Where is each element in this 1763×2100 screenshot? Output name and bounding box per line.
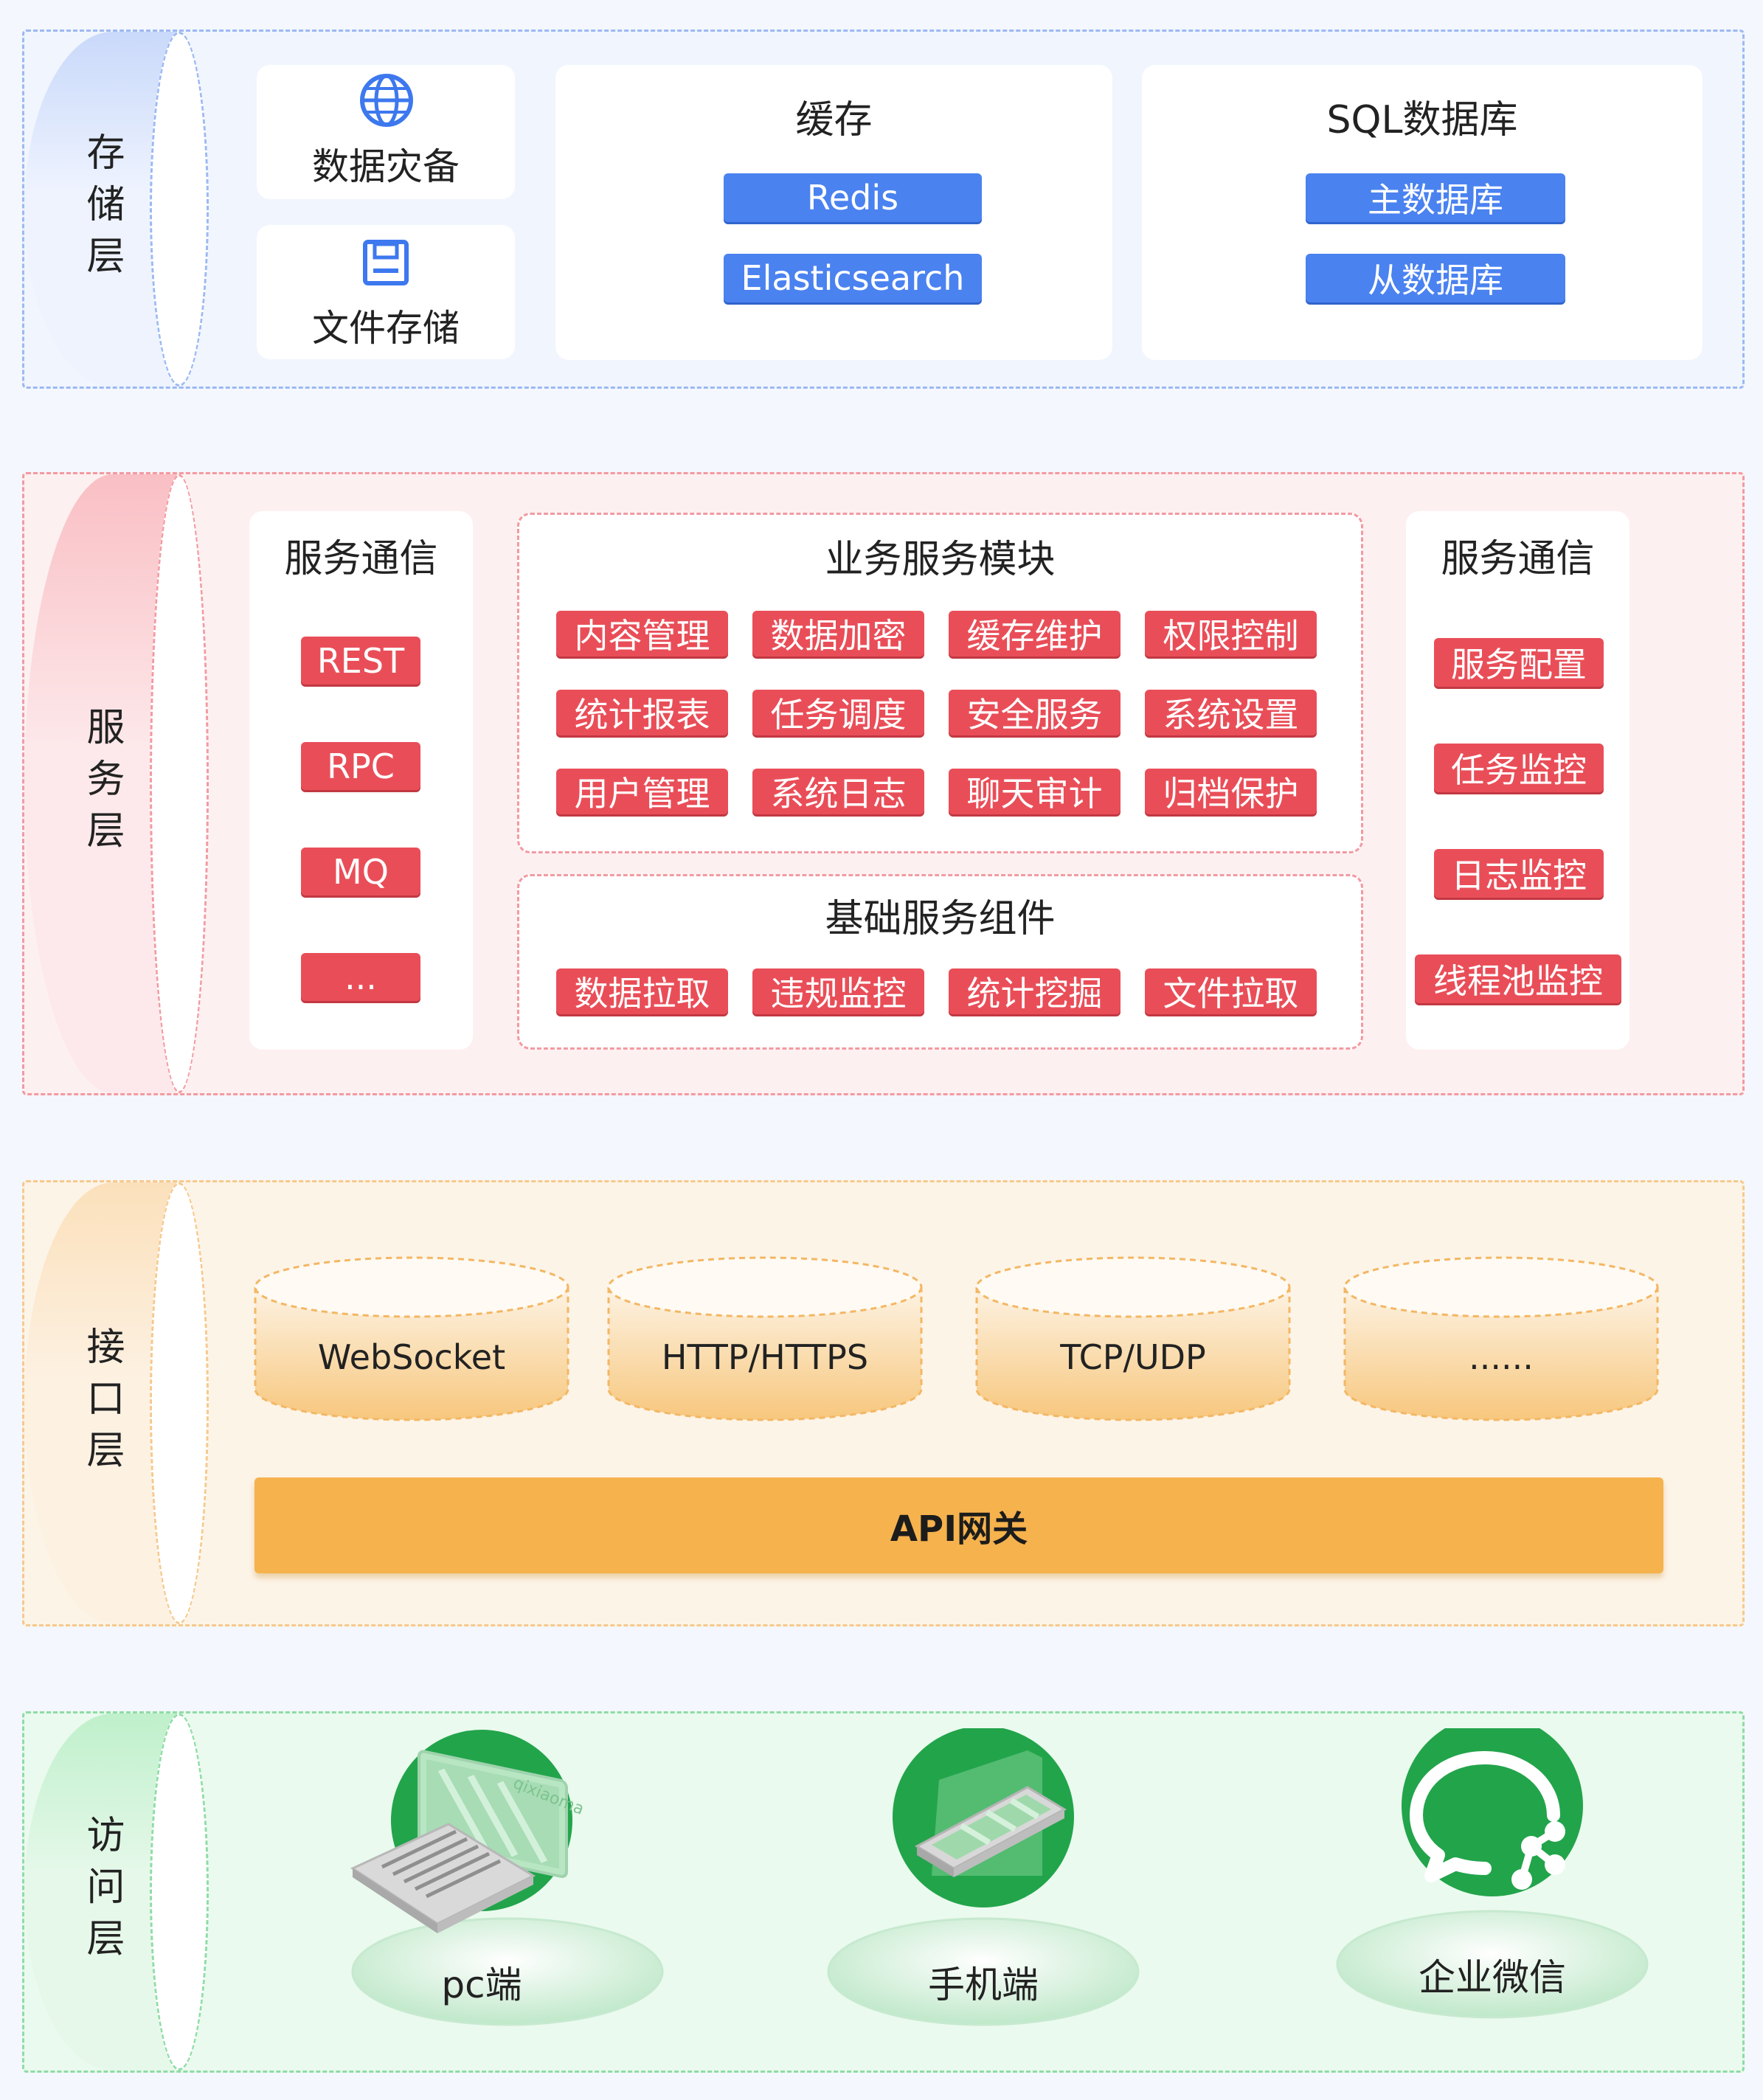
rest-chip: REST [301,637,420,685]
comm-left-card: 服务通信 REST RPC MQ ... [249,511,473,1050]
protocol-label: HTTP/HTTPS [661,1337,869,1377]
drum-shape [975,1256,1291,1421]
phone-icon [827,1728,1140,2026]
sql-card: SQL数据库 主数据库 从数据库 [1142,65,1703,360]
client-pc-label: pc端 [441,1964,522,2006]
elasticsearch-chip: Elasticsearch [724,254,982,302]
cache-card: 缓存 Redis Elasticsearch [555,65,1112,360]
file-storage-label: 文件存储 [312,307,460,350]
client-mobile-label: 手机端 [928,1964,1039,2006]
basic-chip: 违规监控 [752,968,924,1014]
business-chip: 统计报表 [556,690,728,735]
globe-icon [360,74,413,127]
api-gateway-bar: API网关 [254,1477,1663,1573]
protocol-label: ...... [1469,1337,1534,1377]
sql-title: SQL数据库 [1326,98,1518,142]
mq-chip: MQ [301,848,420,895]
drum-shape [1343,1256,1659,1421]
drum-shape [607,1256,923,1421]
threadpool-monitor-chip: 线程池监控 [1415,954,1621,1003]
interface-layer-label-text: 接口层 [80,1326,124,1481]
storage-layer-label-text: 存储层 [80,131,124,287]
client-pc: qixiaoma pc端 [349,1728,666,2038]
disaster-backup-label: 数据灾备 [312,145,460,188]
access-layer: 访问层 [22,1711,1745,2073]
business-module-title: 业务服务模块 [825,538,1056,582]
business-chip: 缓存维护 [949,611,1121,656]
comm-right-card: 服务通信 服务配置 任务监控 日志监控 线程池监控 [1406,511,1629,1050]
cache-title: 缓存 [795,98,873,142]
protocol-label: TCP/UDP [1060,1337,1206,1377]
business-chip: 系统日志 [752,769,924,814]
client-mobile: 手机端 [825,1728,1142,2038]
protocol-drum: TCP/UDP [974,1256,1292,1426]
protocol-drum: ...... [1343,1256,1660,1426]
file-storage-card: 文件存储 [257,225,515,359]
business-chip: 任务调度 [752,690,924,735]
rpc-chip: RPC [301,742,420,790]
access-layer-tube-cap [150,1713,209,2070]
storage-layer-tube-cap [150,32,209,387]
business-chip: 数据加密 [752,611,924,656]
client-wecom-label: 企业微信 [1419,1956,1566,1999]
service-layer: 服务层 服务通信 REST RPC MQ ... 业务服务模块 内容管理 数据加… [22,472,1745,1095]
comm-right-title: 服务通信 [1441,537,1595,581]
interface-layer: 接口层 WebSocket HTTP/HTTPS TCP/UDP ...... … [22,1180,1745,1626]
business-chip: 系统设置 [1145,690,1317,735]
storage-layer: 存储层 数据灾备 文件存储 缓存 Redis Elasticsearch SQL… [22,30,1745,389]
drum-shape [254,1256,569,1421]
storage-layer-label: 存储层 [54,32,150,387]
disaster-backup-card: 数据灾备 [257,65,515,199]
business-module-card: 业务服务模块 内容管理 数据加密 缓存维护 权限控制 统计报表 任务调度 安全服… [517,513,1363,853]
business-chip: 聊天审计 [949,769,1121,814]
basic-chip: 统计挖掘 [949,968,1121,1014]
service-layer-tube-cap [150,474,209,1093]
basic-components-card: 基础服务组件 数据拉取 违规监控 统计挖掘 文件拉取 [517,874,1363,1050]
access-layer-label-text: 访问层 [80,1815,124,1969]
task-monitor-chip: 任务监控 [1434,744,1604,792]
interface-layer-label: 接口层 [54,1182,150,1624]
laptop-icon [350,1730,664,2026]
log-monitor-chip: 日志监控 [1434,849,1604,898]
access-layer-label: 访问层 [54,1713,150,2070]
basic-chip: 数据拉取 [556,968,728,1014]
more-chip: ... [301,953,420,1001]
slave-db-chip: 从数据库 [1306,254,1565,302]
comm-left-title: 服务通信 [284,537,438,581]
business-chip: 安全服务 [949,690,1121,735]
client-wecom: 企业微信 [1334,1728,1651,2038]
basic-chip: 文件拉取 [1145,968,1317,1014]
save-icon [363,240,409,285]
business-chip: 权限控制 [1145,611,1317,656]
redis-chip: Redis [724,173,982,222]
protocol-drum: HTTP/HTTPS [606,1256,924,1426]
wecom-icon [1336,1728,1649,2019]
business-chip: 内容管理 [556,611,728,656]
business-chip: 用户管理 [556,769,728,814]
master-db-chip: 主数据库 [1306,173,1565,222]
basic-components-title: 基础服务组件 [825,897,1056,941]
business-chip: 归档保护 [1145,769,1317,814]
api-gateway-label: API网关 [890,1508,1028,1550]
protocol-drum: WebSocket [253,1256,570,1426]
service-config-chip: 服务配置 [1434,638,1604,687]
service-layer-label: 服务层 [54,474,150,1093]
protocol-label: WebSocket [317,1337,506,1377]
service-layer-label-text: 服务层 [80,706,124,862]
interface-layer-tube-cap [150,1182,209,1624]
